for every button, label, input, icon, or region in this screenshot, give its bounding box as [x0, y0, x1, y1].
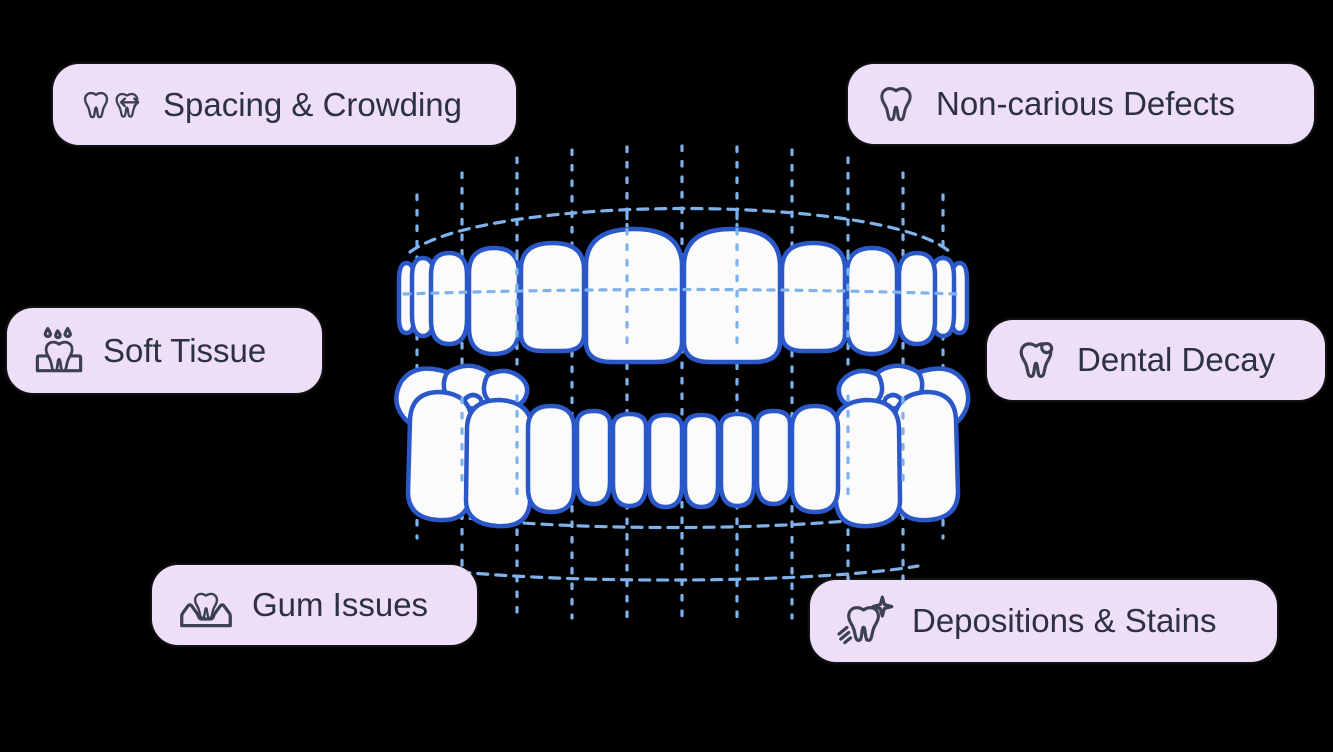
gum-issues-icon — [180, 592, 232, 628]
chip-label: Soft Tissue — [103, 331, 267, 369]
upper-arch — [396, 226, 970, 365]
chip-label: Non-carious Defects — [936, 85, 1235, 122]
chip-depositions-stains[interactable]: Depositions & Stains — [810, 580, 1277, 662]
soft-tissue-icon — [35, 327, 83, 373]
spacing-crowding-icon — [83, 91, 140, 118]
chip-spacing-crowding[interactable]: Spacing & Crowding — [53, 64, 516, 145]
teeth-arches-illustration — [394, 144, 971, 624]
chip-dental-decay[interactable]: Dental Decay — [987, 320, 1325, 400]
chip-gum-issues[interactable]: Gum Issues — [152, 565, 477, 645]
chip-soft-tissue[interactable]: Soft Tissue — [7, 308, 322, 393]
chip-non-carious-defects[interactable]: Non-carious Defects — [848, 64, 1314, 144]
chip-label: Spacing & Crowding — [163, 85, 462, 123]
chip-label: Dental Decay — [1077, 341, 1276, 378]
lower-arch — [394, 363, 971, 529]
chip-label: Depositions & Stains — [912, 602, 1217, 639]
depositions-stains-icon — [837, 595, 894, 645]
chip-label: Gum Issues — [252, 586, 429, 623]
tooth-icon — [880, 87, 912, 122]
dental-decay-icon — [1019, 342, 1054, 378]
grid-overlay-lines — [402, 212, 960, 500]
